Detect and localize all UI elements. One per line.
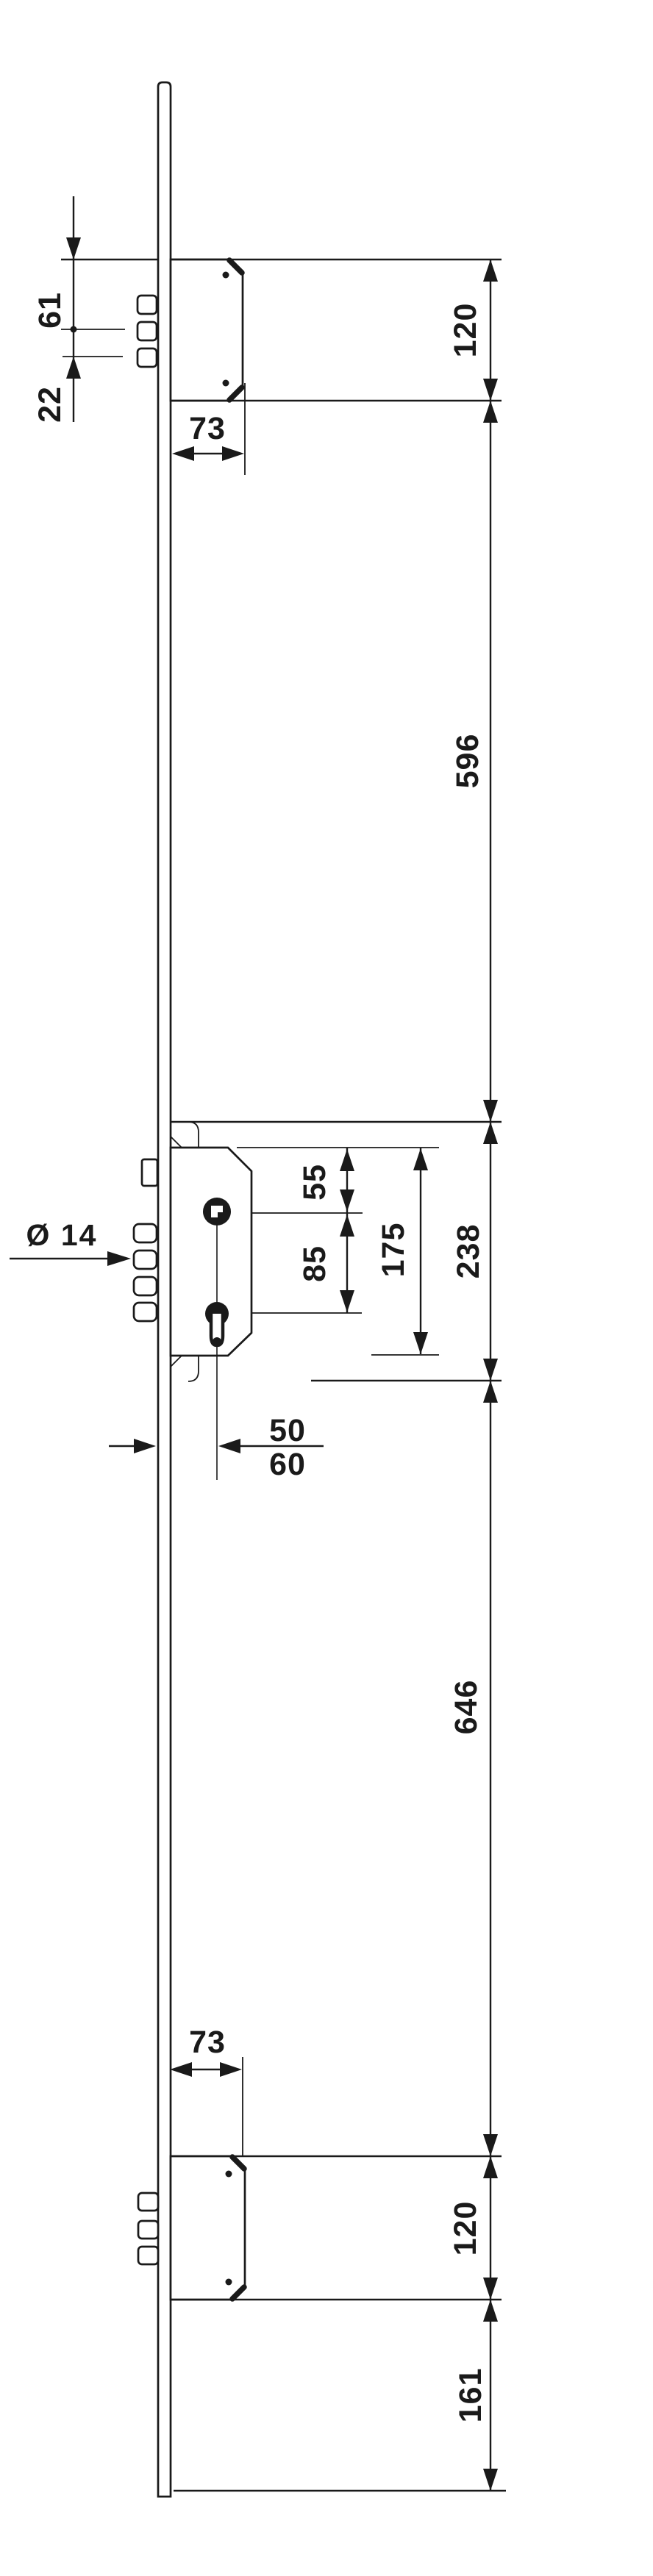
dimension-node-dot [70,326,77,333]
dim-label-upper-bolt-offset: 61 [32,292,68,329]
arrowhead-icon [66,237,81,260]
arrowhead-icon [483,2278,498,2300]
dim-label-lower-bolt-offset: 22 [32,386,68,423]
dim-label-bolt-diameter: Ø 14 [26,1218,98,1252]
dim-label-top-box-width: 73 [189,411,226,446]
dim-label-follower-to-top: 55 [297,1164,332,1201]
upper-mount-tab [188,1121,199,1148]
latch-bolt [140,1158,159,1187]
bottom-box-width-dimension: 73 [170,2025,243,2156]
bolt [136,347,158,368]
dim-label-backset-outer: 60 [269,1447,306,1482]
bolt [137,2219,160,2240]
arrowhead-icon [172,446,194,461]
arrowhead-icon [107,1251,131,1266]
top-lock-box [136,257,245,403]
round-bolt [132,1223,158,1244]
arrowhead-icon [218,1439,240,1453]
screw-hole-dot [225,2278,232,2286]
arrowhead-icon [413,1148,428,1170]
dim-label-backset-inner: 50 [269,1413,306,1448]
round-bolt [132,1301,158,1323]
screw-hole-dot [225,2170,232,2178]
right-dimension-chain: 120 596 238 646 120 161 [448,260,498,2491]
faceplate [157,81,172,2498]
dim-label-bottom-offset: 161 [453,2368,488,2423]
screw-hole-dot [222,379,229,387]
arrowhead-icon [483,2300,498,2322]
arrowhead-icon [340,1189,354,1212]
main-lock-case [132,1121,253,1480]
arrowhead-icon [483,1359,498,1381]
bolt [137,2245,160,2266]
chamfer-corner [226,257,245,276]
screw-hole-dot [222,271,229,279]
dim-label-bottom-box-width: 73 [189,2025,226,2060]
arrowhead-icon [340,1149,354,1171]
round-bolt [132,1249,158,1270]
main-case-dimensions: 55 85 175 [229,1147,439,1356]
lower-tab-notch [170,1355,182,1367]
arrowhead-icon [134,1439,156,1453]
dim-label-bottom-box-height: 120 [448,2201,483,2256]
arrowhead-icon [170,2062,192,2077]
arrowhead-icon [483,2134,498,2156]
chamfer-corner [226,384,245,403]
arrowhead-icon [483,1381,498,1403]
chain-boundary-lines [61,258,506,2492]
chamfer-corner [229,2284,247,2302]
backset-dimension: 50 60 [109,1413,324,1482]
dim-label-lower-span: 646 [449,1680,484,1735]
lower-mount-tab [188,1356,199,1382]
bolt [136,321,158,342]
arrowhead-icon [340,1290,354,1312]
dim-label-follower-to-cylinder: 85 [297,1245,332,1282]
bottom-box-body [169,2155,246,2301]
spindle-notch [218,1212,223,1217]
arrowhead-icon [220,2062,242,2077]
arrowhead-icon [483,401,498,423]
dim-label-upper-span: 596 [450,734,485,789]
euro-cylinder-tip [213,1337,221,1346]
arrowhead-icon [483,260,498,282]
dim-label-top-box-height: 120 [448,303,483,358]
upper-tab-notch [170,1136,182,1148]
round-bolt [132,1276,158,1297]
bolt [137,2192,160,2212]
top-box-width-dimension: 73 [172,383,246,475]
arrowhead-icon [340,1214,354,1237]
arrowhead-icon [413,1332,428,1354]
bolt [136,294,158,315]
dim-label-main-case-span: 238 [451,1224,486,1279]
bolt-diameter-callout: Ø 14 [10,1218,131,1266]
arrowhead-icon [66,357,81,379]
arrowhead-icon [483,379,498,401]
dim-label-ref-height: 175 [376,1223,411,1278]
arrowhead-icon [483,1122,498,1144]
left-bolt-offset-dimension: 61 22 [32,196,125,423]
chamfer-corner [229,2154,247,2172]
arrowhead-icon [483,2469,498,2491]
bottom-lock-box [137,2154,247,2302]
case-body [169,1146,253,1357]
top-box-body [169,258,244,402]
arrowhead-icon [483,2156,498,2178]
arrowhead-icon [222,446,244,461]
arrowhead-icon [483,1100,498,1122]
